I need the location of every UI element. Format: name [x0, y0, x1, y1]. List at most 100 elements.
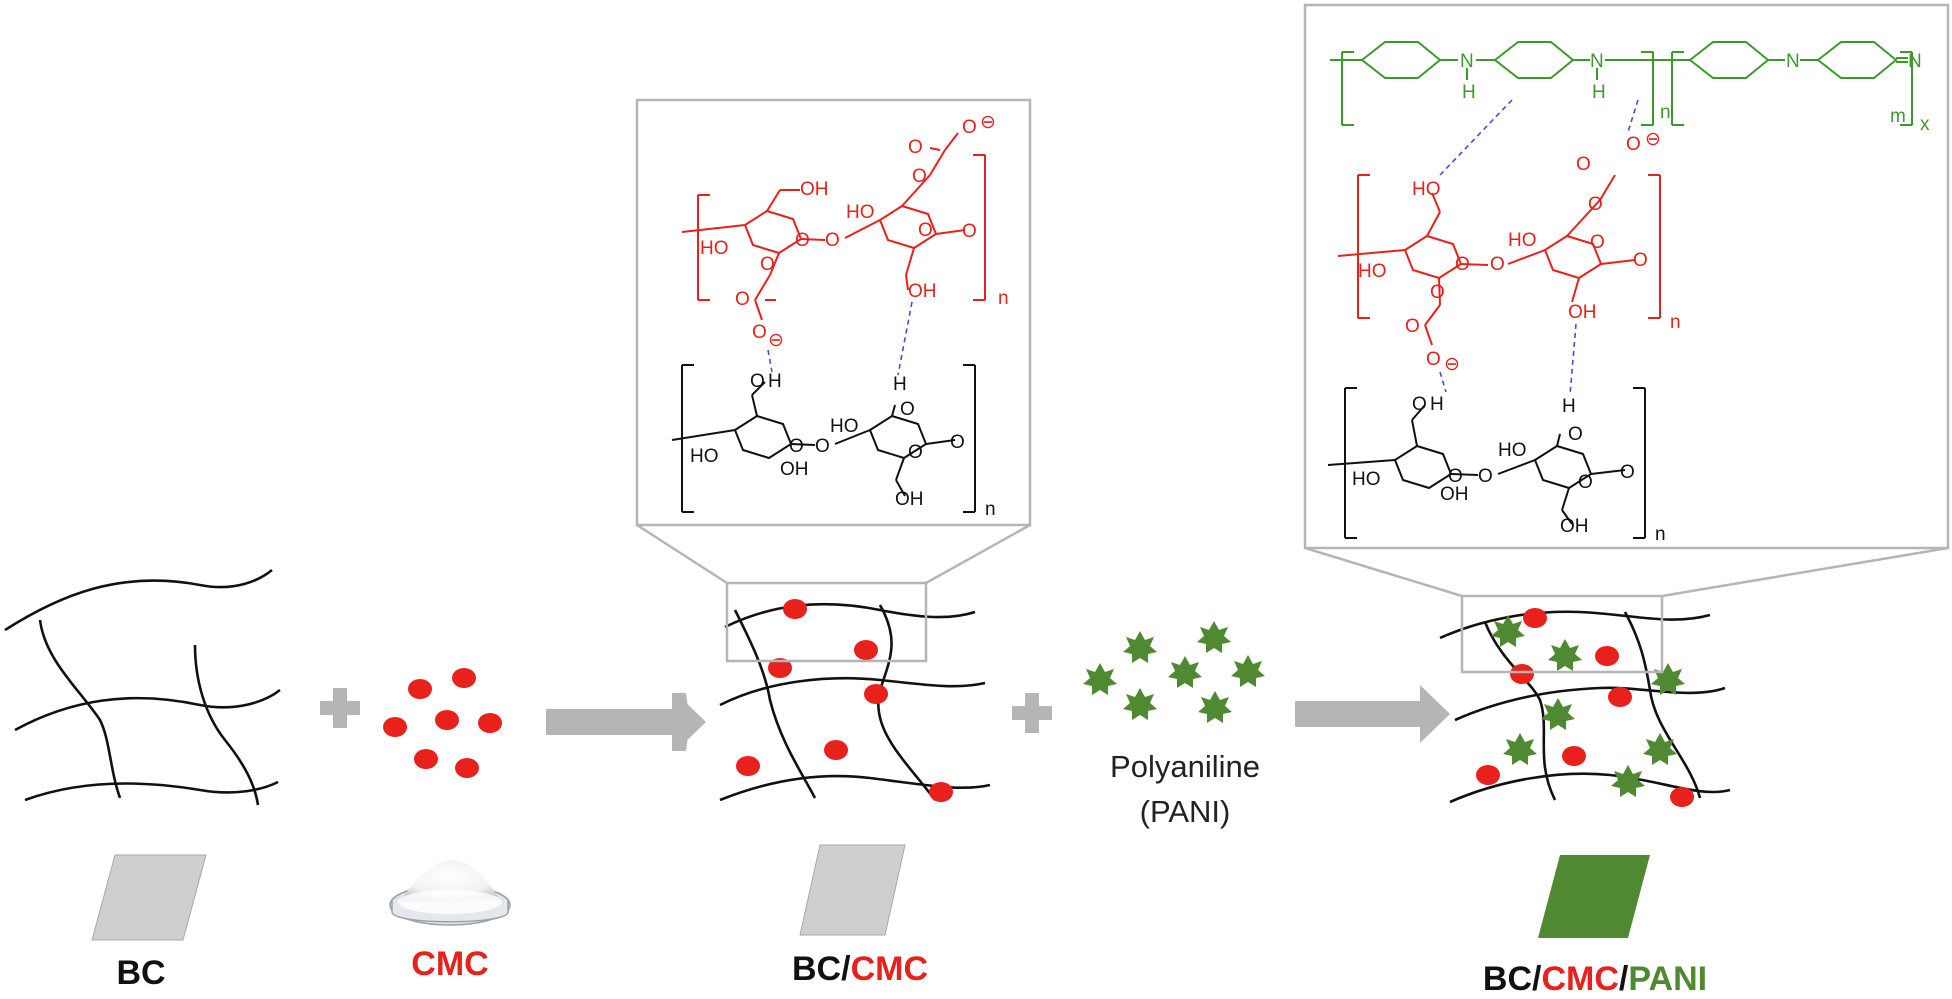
inset-bc-cmc-structure: OH HO O O O O HO OH O O O ⊖ O O O ⊖ n [671, 112, 1009, 520]
cellulose-chain [671, 364, 976, 513]
arrow-right-icon [1295, 685, 1450, 743]
svg-text:H: H [768, 371, 782, 392]
svg-text:O: O [760, 254, 775, 275]
svg-text:HO: HO [700, 238, 729, 259]
cellulose-atom-labels-inset2: O H H O HO OH O O HO O O OH n [1352, 394, 1666, 545]
svg-text:O: O [750, 371, 765, 392]
svg-text:OH: OH [908, 281, 937, 302]
svg-text:N: N [1908, 51, 1922, 72]
cmc-dot-icon [455, 758, 479, 778]
plus-icon [320, 688, 360, 728]
cmc-chain [681, 132, 986, 321]
bc-cmc-dots [736, 599, 953, 802]
svg-text:HO: HO [690, 446, 719, 467]
svg-text:N: N [1590, 51, 1604, 72]
pani-star-icon [1198, 691, 1232, 723]
svg-text:O: O [1478, 466, 1493, 487]
bc-cmc-fiber-network [719, 602, 991, 802]
svg-text:HO: HO [1508, 230, 1537, 251]
pani-star-icon [1197, 621, 1231, 653]
pani-atom-labels: N H N H N N n m x [1460, 51, 1930, 135]
svg-text:O: O [1588, 194, 1603, 215]
svg-text:H: H [1592, 82, 1606, 103]
svg-text:O: O [1620, 462, 1635, 483]
bc-cmc-sheet-icon [799, 844, 906, 936]
svg-text:O: O [962, 221, 977, 242]
svg-text:n: n [1660, 102, 1671, 123]
pani-stars-group [1083, 621, 1265, 723]
cmc-powder-dish-icon [389, 860, 511, 926]
svg-text:⊖: ⊖ [1645, 129, 1661, 150]
svg-text:n: n [1670, 312, 1681, 333]
svg-text:O: O [1590, 232, 1605, 253]
pani-star-icon [1168, 656, 1202, 688]
pani-star-icon [1123, 688, 1157, 720]
svg-text:HO: HO [1352, 469, 1381, 490]
svg-text:O: O [1412, 394, 1427, 415]
svg-text:O: O [1490, 254, 1505, 275]
svg-text:H: H [893, 374, 907, 395]
bc-sheet-icon [91, 854, 207, 941]
svg-text:O: O [912, 166, 927, 187]
svg-text:HO: HO [1358, 261, 1387, 282]
pani-star-icon [1231, 655, 1265, 687]
svg-text:N: N [1786, 51, 1800, 72]
pani-star-icon [1083, 663, 1117, 695]
svg-text:O: O [900, 399, 915, 420]
bc-cmc-pani-sheet-icon [1538, 855, 1650, 938]
svg-text:OH: OH [1568, 302, 1597, 323]
zoom-box-bc-cmc-pani [1303, 3, 1950, 674]
svg-text:OH: OH [780, 459, 809, 480]
svg-text:HO: HO [1412, 179, 1441, 200]
svg-text:O: O [1578, 472, 1593, 493]
svg-text:x: x [1920, 114, 1930, 135]
svg-text:HO: HO [1498, 440, 1527, 461]
hydrogen-bonds-inset2 [1439, 99, 1639, 396]
cmc-dot-icon [435, 710, 459, 730]
pani-star-icon [1123, 631, 1157, 663]
svg-text:H: H [1430, 394, 1444, 415]
cmc-chain-inset2 [1337, 174, 1661, 346]
svg-text:OH: OH [1440, 484, 1469, 505]
svg-text:O: O [752, 322, 767, 343]
svg-text:O: O [950, 432, 965, 453]
cellulose-atom-labels: O H H O HO OH O O HO O O OH n [690, 371, 996, 520]
svg-text:O: O [825, 230, 840, 251]
inset-bc-cmc-pani-structure: N H N H N N n m x [1327, 41, 1930, 545]
arrow-right-icon [546, 693, 706, 751]
cmc-atom-labels-inset2: HO HO O O HO O O OH O O O ⊖ O O O ⊖ n [1358, 129, 1681, 375]
svg-text:n: n [985, 499, 996, 520]
svg-text:O: O [1455, 254, 1470, 275]
svg-text:O: O [789, 436, 804, 457]
cmc-dot-icon [478, 713, 502, 733]
bc-fiber-network [4, 568, 281, 806]
svg-text:O: O [1448, 466, 1463, 487]
pani-abbr-label: (PANI) [1140, 794, 1231, 829]
cellulose-chain-inset2 [1327, 387, 1646, 539]
cmc-atom-labels: OH HO O O O O HO OH O O O ⊖ O O O ⊖ n [700, 112, 1009, 351]
pani-chain [1330, 41, 1913, 126]
plus-icon [1012, 693, 1052, 733]
bc-cmc-pani-label: BC/CMC/PANI [1483, 960, 1707, 998]
svg-text:⊖: ⊖ [980, 112, 996, 133]
cmc-label: CMC [411, 945, 488, 983]
svg-text:O: O [908, 137, 923, 158]
svg-text:O: O [1576, 154, 1591, 175]
bc-cmc-pani-stars [1491, 615, 1685, 797]
svg-text:H: H [1562, 396, 1576, 417]
bc-cmc-pani-dots [1476, 608, 1694, 807]
zoom-box-bc-cmc [635, 98, 1032, 663]
svg-text:⊖: ⊖ [1444, 354, 1460, 375]
bc-cmc-pani-fiber-network [1439, 610, 1731, 804]
svg-text:n: n [998, 288, 1009, 309]
cmc-dots-group [383, 668, 502, 778]
svg-text:O: O [1405, 316, 1420, 337]
svg-text:O: O [815, 436, 830, 457]
bc-label: BC [116, 954, 165, 992]
svg-text:O: O [1430, 282, 1445, 303]
svg-text:O: O [962, 117, 977, 138]
svg-text:O: O [1633, 250, 1648, 271]
svg-text:O: O [908, 442, 923, 463]
svg-text:H: H [1462, 82, 1476, 103]
